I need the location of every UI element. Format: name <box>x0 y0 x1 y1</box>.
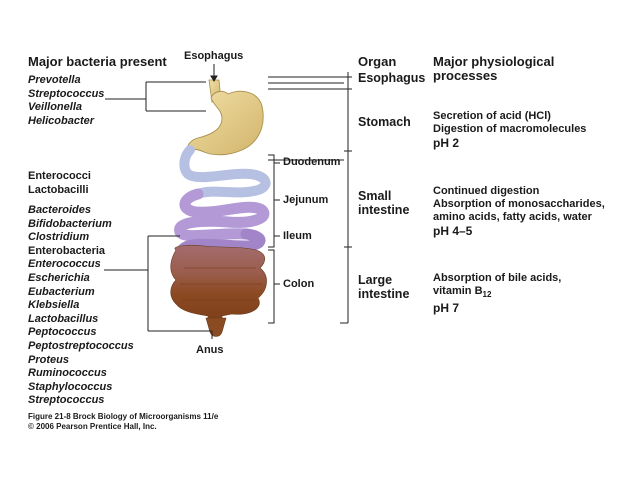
organ-small-intestine-line2: intestine <box>358 203 410 217</box>
organ-brackets <box>268 72 352 324</box>
organ-small-intestine-line1: Small <box>358 189 392 203</box>
small-intestine-bacteria-list: Enterococci Lactobacilli <box>28 170 91 197</box>
bacteria-item: Enterococci <box>28 170 91 182</box>
physiology-header-line1: Major physiological <box>433 54 555 69</box>
organ-header: Organ <box>358 54 397 69</box>
bacteria-item: Streptococcus <box>28 394 105 407</box>
bacteria-item: Peptococcus <box>28 326 97 339</box>
process-line: Absorption of bile acids, <box>433 272 562 284</box>
physiology-header: Major physiological processes <box>433 55 554 83</box>
stomach-ph: pH 2 <box>433 136 460 150</box>
stomach-shape <box>185 90 264 156</box>
process-line: Continued digestion <box>433 185 540 197</box>
vitamin-text: vitamin B <box>433 285 483 297</box>
bacteria-item: Helicobacter <box>28 114 95 127</box>
physiology-header-line2: processes <box>433 68 498 83</box>
organ-esophagus: Esophagus <box>358 71 426 85</box>
organ-stomach: Stomach <box>358 115 411 129</box>
colon-label: Colon <box>283 278 315 290</box>
bacteria-item: Staphylococcus <box>28 380 113 393</box>
small-intestine-ph: pH 4–5 <box>433 224 473 238</box>
process-line: Digestion of macromolecules <box>433 123 587 135</box>
bacteria-pointer-lines <box>104 81 213 339</box>
large-intestine-bacteria-list: Bacteroides Bifidobacterium Clostridium … <box>28 204 134 408</box>
large-intestine-processes: Absorption of bile acids, vitamin B12 pH… <box>433 272 561 315</box>
organ-small-intestine: Small intestine <box>358 189 409 217</box>
bacteria-item: Eubacterium <box>28 285 95 298</box>
bacteria-item: Clostridium <box>28 231 90 244</box>
caption-line1: Figure 21-8 Brock Biology of Microorgani… <box>28 412 219 421</box>
organ-large-intestine-line2: intestine <box>358 287 410 301</box>
bacteria-item: Veillonella <box>28 101 83 114</box>
bacteria-item: Proteus <box>28 353 69 366</box>
caption-line2: © 2006 Pearson Prentice Hall, Inc. <box>28 422 157 431</box>
colon-shape <box>170 244 267 327</box>
stomach-bacteria-list: Prevotella Streptococcus Veillonella Hel… <box>28 74 104 128</box>
colon-texture <box>180 267 262 301</box>
process-line-vitamin: vitamin B12 <box>433 285 561 301</box>
rectum-shape <box>205 317 227 337</box>
bacteria-item: Streptococcus <box>28 87 105 100</box>
bacteria-item: Prevotella <box>28 74 81 86</box>
bacteria-item: Enterobacteria <box>28 244 106 257</box>
bacteria-item: Ruminococcus <box>28 367 107 380</box>
jejunum-label: Jejunum <box>283 194 329 206</box>
bacteria-item: Klebsiella <box>28 299 80 312</box>
duodenum-label: Duodenum <box>283 156 341 168</box>
duodenum-shape <box>179 145 271 199</box>
esophagus-label: Esophagus <box>184 50 244 62</box>
bacteria-item: Bacteroides <box>28 204 91 216</box>
vitamin-subscript: 12 <box>482 290 492 300</box>
organ-large-intestine-line1: Large <box>358 273 393 287</box>
ileum-label: Ileum <box>283 230 312 242</box>
stomach-processes: Secretion of acid (HCl) Digestion of mac… <box>433 110 586 150</box>
process-line: Absorption of monosaccharides, <box>433 198 605 210</box>
bacteria-item: Escherichia <box>28 271 90 284</box>
bacteria-item: Peptostreptococcus <box>28 339 134 352</box>
bacteria-item: Enterococcus <box>28 258 101 271</box>
organ-large-intestine: Large intestine <box>358 273 409 301</box>
small-intestine-processes: Continued digestion Absorption of monosa… <box>433 185 605 238</box>
esophagus-arrow <box>210 64 218 82</box>
jejunum-shape <box>174 188 270 242</box>
anus-label: Anus <box>196 344 224 356</box>
process-line: amino acids, fatty acids, water <box>433 211 592 223</box>
bacteria-item: Bifidobacterium <box>28 217 112 230</box>
process-line: Secretion of acid (HCl) <box>433 110 551 122</box>
bacteria-item: Lactobacillus <box>28 312 99 325</box>
large-intestine-ph: pH 7 <box>433 301 460 316</box>
bacteria-item: Lactobacilli <box>28 183 89 196</box>
figure-caption: Figure 21-8 Brock Biology of Microorgani… <box>28 412 218 432</box>
bacteria-header: Major bacteria present <box>28 54 167 69</box>
